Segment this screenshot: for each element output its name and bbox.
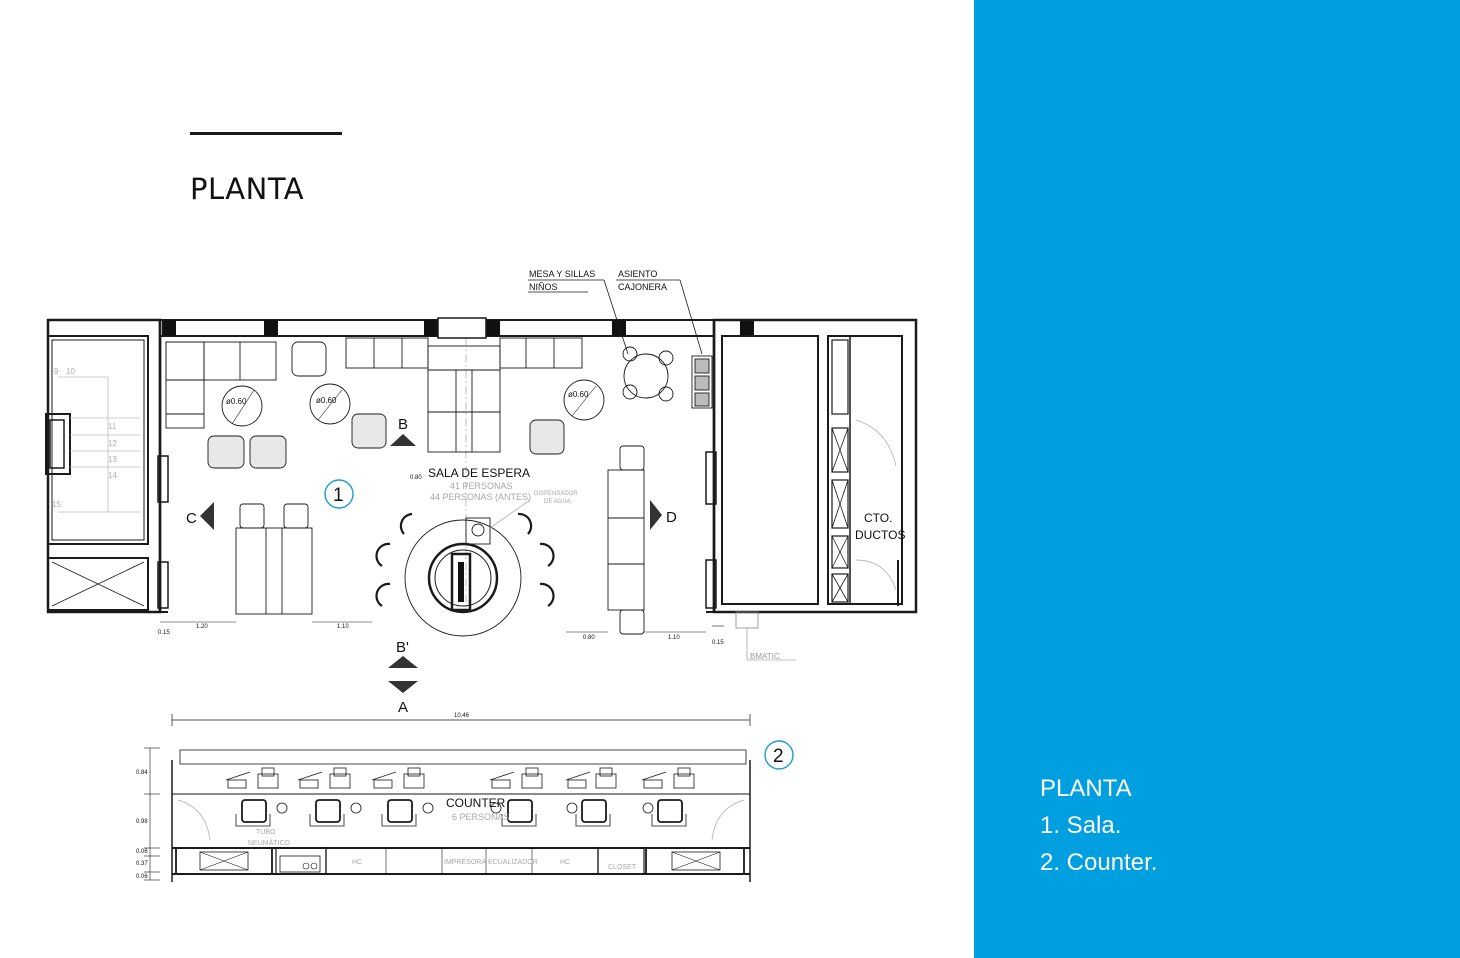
legend-item-counter: 2. Counter. (1040, 849, 1158, 876)
section-badge-1: 1 (324, 479, 354, 509)
page-title: PLANTA (190, 172, 305, 206)
label-asiento: ASIENTO (618, 269, 657, 279)
dim-label: 1.10 (668, 635, 680, 641)
round-table (309, 383, 351, 425)
section-badge-2-number: 2 (773, 746, 784, 767)
legend-item-sala: 1. Sala. (1040, 812, 1122, 839)
stair-number: 14 (108, 471, 117, 480)
label-bmatic: BMATIC (750, 652, 780, 661)
label-dispensador: DISPENSADOR (534, 491, 578, 497)
round-module-chairs (375, 512, 555, 607)
workstation (225, 767, 288, 827)
stair-number: 9 (54, 367, 59, 376)
section-badge-1-number: 1 (333, 485, 344, 506)
label-cajonera: CAJONERA (618, 282, 667, 292)
dim-label: 0.84 (136, 770, 148, 776)
diameter-label: ø0.60 (316, 396, 337, 405)
diameter-label: ø0.60 (568, 390, 589, 399)
dim-label: 0.80 (583, 635, 595, 641)
round-table (563, 379, 605, 421)
side-panel: PLANTA 1. Sala. 2. Counter. (974, 0, 1460, 958)
section-label-d: D (666, 509, 677, 526)
ottomans (207, 413, 565, 469)
section-marker-b: B (390, 416, 416, 446)
counter-overall-dimension (171, 714, 751, 726)
label-neumatico: NEUMÁTICO (248, 838, 291, 847)
section-marker-c: C (186, 502, 214, 530)
stair-number: 12 (108, 439, 117, 448)
workstation (297, 767, 362, 827)
counter-cabinets (175, 847, 745, 875)
label-leaders (528, 279, 703, 355)
label-mesa-sillas: MESA Y SILLAS (529, 269, 595, 279)
right-bench (607, 445, 645, 635)
floor-plan-drawing: 9 10 11 12 13 14 15 (45, 269, 918, 882)
workstation (641, 767, 695, 827)
stair-number: 13 (108, 455, 117, 464)
section-marker-d: D (650, 500, 677, 530)
title-rule (190, 132, 342, 135)
dim-label-total: 10.46 (454, 713, 470, 719)
section-label-b: B (398, 416, 408, 433)
left-bench (235, 503, 313, 615)
label-counter: COUNTER (446, 796, 506, 810)
workstations (225, 767, 695, 827)
label-ninos: NIÑOS (529, 282, 558, 292)
dim-label: 0.15 (712, 640, 724, 646)
workstation (565, 767, 617, 827)
dim-label: 0.98 (136, 819, 148, 825)
section-badge-2: 2 (764, 740, 794, 770)
label-counter-capacity: 6 PERSONAS (452, 812, 510, 822)
central-seating (345, 337, 583, 453)
dim-label: 1.10 (337, 624, 349, 630)
counter-vertical-dimensions (144, 747, 160, 881)
label-ductos: DUCTOS (855, 528, 905, 542)
legend: PLANTA 1. Sala. 2. Counter. (1040, 770, 1157, 881)
dim-label: 1.20 (196, 624, 208, 630)
sofa-top-left (165, 341, 277, 429)
label-de-agua: DE AGUA (544, 499, 571, 505)
dim-label: 0.15 (158, 630, 170, 636)
section-label-c: C (186, 510, 197, 527)
plan-counter: 10.46 0.84 0.98 0.06 0.37 0.06 (136, 713, 794, 882)
workstation (489, 767, 543, 827)
kids-table (622, 346, 674, 402)
label-tubo: TUBO (256, 829, 276, 836)
round-table (221, 385, 263, 427)
stair-number: 10 (66, 367, 75, 376)
section-label-a: A (398, 699, 408, 716)
label-hc: HC (560, 859, 570, 866)
label-sala-capacity: 41 PERSONAS (450, 481, 513, 491)
columns (162, 320, 754, 336)
stair-number: 11 (108, 422, 117, 431)
section-label-b-prime: B' (396, 639, 409, 656)
dim-label: 0.37 (136, 861, 148, 867)
stair-numbers: 9 10 11 12 13 14 15 (52, 367, 117, 509)
stair-number: 15 (52, 500, 61, 509)
label-closet: CLOSET (608, 864, 637, 871)
dim-label: 0.80 (410, 475, 422, 481)
cajonera-seats (691, 355, 713, 409)
label-impresora: IMPRESORA (444, 859, 486, 866)
right-service-block (712, 318, 918, 661)
diameter-label: ø0.60 (226, 397, 247, 406)
label-cto: CTO. (864, 511, 892, 525)
left-adjoining-room (45, 318, 162, 614)
dim-label: 0.06 (136, 849, 148, 855)
label-hc: HC (352, 859, 362, 866)
section-marker-b-prime: B' A (388, 639, 418, 716)
workstation (371, 767, 434, 827)
sala-dimensions (160, 621, 724, 633)
label-sala-capacity-before: 44 PERSONAS (ANTES) (430, 492, 531, 502)
central-round-module (404, 499, 531, 637)
label-ecualizador: ECUALIZADOR (488, 859, 538, 866)
legend-heading: PLANTA (1040, 775, 1132, 802)
label-sala-espera: SALA DE ESPERA (428, 466, 530, 480)
plan-sala: 9 10 11 12 13 14 15 (45, 269, 918, 716)
dim-label: 0.06 (136, 874, 148, 880)
